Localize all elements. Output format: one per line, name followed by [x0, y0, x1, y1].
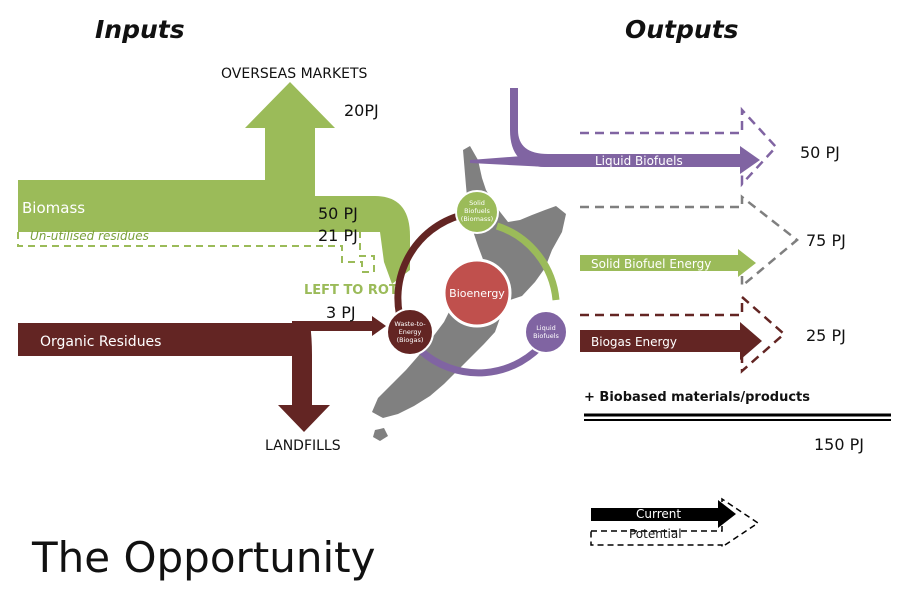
waste-node-line1: Waste-to-: [394, 320, 426, 328]
overseas-value: 20PJ: [344, 101, 379, 120]
biogas-label: Biogas Energy: [591, 335, 677, 349]
page-title: The Opportunity: [31, 533, 376, 582]
total-value: 150 PJ: [814, 435, 864, 454]
liquid-node-line1: Liquid: [536, 324, 556, 332]
left-to-rot-label: LEFT TO ROT: [304, 283, 398, 298]
biogas-output: [580, 294, 786, 374]
liquid-biofuels-value: 50 PJ: [800, 143, 840, 162]
organic-residues-flow: [18, 316, 386, 432]
liquid-node-line2: Biofuels: [533, 332, 559, 340]
legend-potential-label: Potential: [629, 527, 682, 541]
unutilised-residues-label: Un-utilised residues: [30, 229, 149, 243]
solid-biofuels-node: [455, 190, 499, 234]
solid-biofuel-label: Solid Biofuel Energy: [591, 257, 711, 271]
organic-value: 3 PJ: [326, 303, 356, 322]
outputs-heading: Outputs: [625, 15, 739, 44]
legend: [590, 497, 760, 549]
biomass-label: Biomass: [22, 199, 85, 217]
waste-node-line3: (Biogas): [397, 336, 424, 344]
legend-current-arrow: [591, 500, 736, 528]
biogas-value: 25 PJ: [806, 326, 846, 345]
landfills-label: LANDFILLS: [265, 438, 341, 454]
biomass-value: 50 PJ: [318, 204, 358, 223]
solid-node-line3: (Biomass): [461, 215, 493, 223]
liquid-biofuels-output: [470, 88, 778, 188]
biobased-materials-label: + Biobased materials/products: [584, 390, 810, 405]
solid-node-line1: Solid: [469, 199, 485, 207]
organic-residues-label: Organic Residues: [40, 334, 161, 350]
bioenergy-center-circle: [442, 258, 512, 328]
solid-node-line2: Biofuels: [464, 207, 490, 215]
waste-to-energy-node: [386, 308, 434, 356]
inputs-heading: Inputs: [95, 15, 185, 44]
solid-biofuel-output: [580, 194, 799, 289]
unutilised-value: 21 PJ: [318, 226, 358, 245]
liquid-biofuels-label: Liquid Biofuels: [595, 154, 683, 168]
waste-node-line2: Energy: [399, 328, 422, 336]
solid-biofuel-value: 75 PJ: [806, 231, 846, 250]
liquid-biofuels-node: [524, 310, 568, 354]
overseas-markets-label: OVERSEAS MARKETS: [221, 66, 368, 82]
bioenergy-center-label: Bioenergy: [449, 287, 505, 300]
legend-current-label: Current: [636, 507, 681, 521]
biomass-flow: [17, 82, 410, 284]
bioenergy-hub: [386, 190, 568, 377]
